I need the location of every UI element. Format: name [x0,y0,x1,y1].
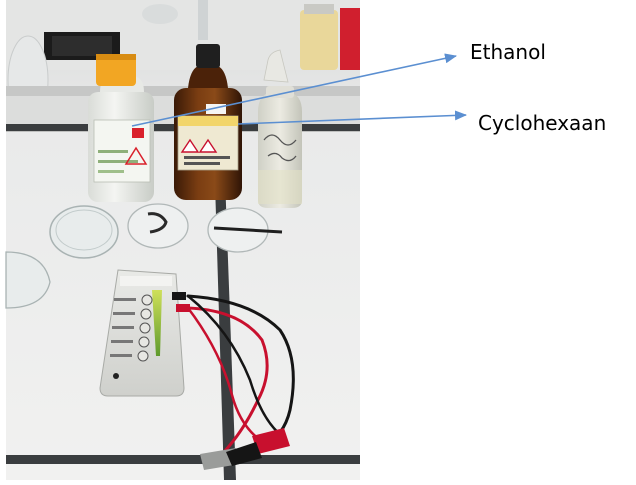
conductivity-tester [99,269,190,397]
cyclohexaan-bottle [258,49,302,208]
label-ethanol: Ethanol [470,40,546,64]
arrow-ethanol [131,53,457,127]
petri-dishes [5,203,283,309]
ethanol-bottle [88,54,154,202]
alligator-clips [200,428,290,470]
annotation-arrows [131,53,467,127]
photo [5,0,360,480]
label-cyclohexaan: Cyclohexaan [478,111,607,135]
amber-bottle [174,44,242,200]
arrow-cyclohexaan [237,110,467,125]
